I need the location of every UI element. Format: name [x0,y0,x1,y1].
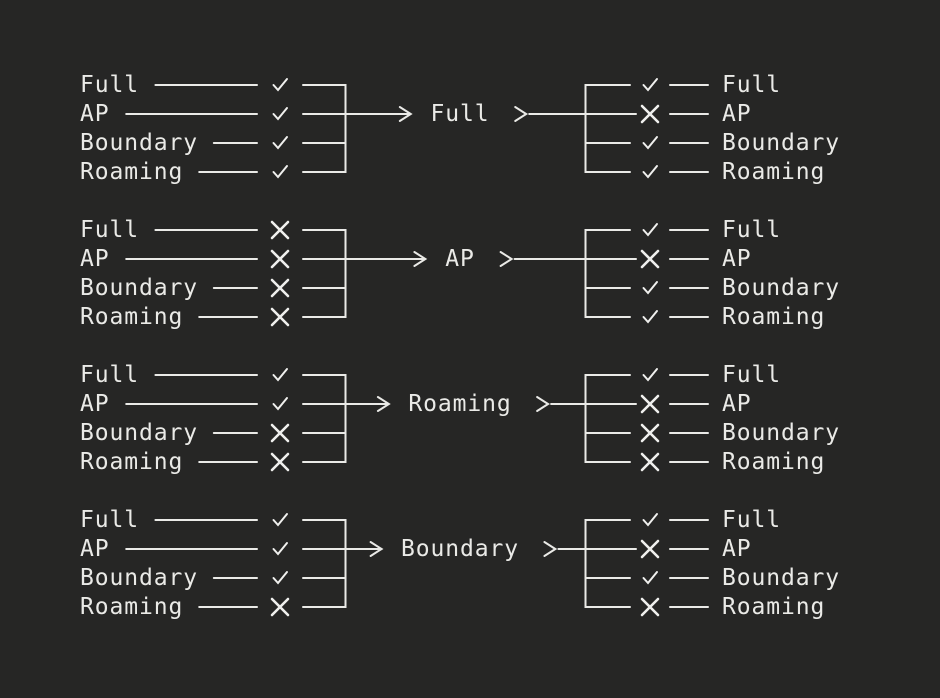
check-icon [272,165,288,179]
cross-icon [640,597,660,617]
cross-icon [270,278,290,298]
split-bracket [584,519,631,608]
arrow-chevron-icon [499,251,514,267]
merge-bracket [302,229,347,318]
result-mode-label: Boundary [722,130,840,156]
target-mode-label: Full [431,101,490,127]
check-icon [642,310,658,324]
cross-icon [640,249,660,269]
source-mode-label: Full [80,72,139,98]
check-icon [272,513,288,527]
result-mode-label: Boundary [722,420,840,446]
check-icon [272,107,288,121]
source-mode-label: AP [80,246,110,272]
arrow-chevron-icon [369,541,384,557]
source-mode-label: Roaming [80,159,183,185]
source-mode-label: Boundary [80,420,198,446]
check-icon [642,78,658,92]
result-mode-label: Full [722,507,781,533]
check-icon [272,397,288,411]
source-mode-label: Full [80,507,139,533]
arrow-chevron-icon [536,396,550,412]
source-mode-label: AP [80,391,110,417]
check-icon [272,368,288,382]
cross-icon [640,452,660,472]
source-mode-label: Full [80,362,139,388]
check-icon [642,513,658,527]
source-mode-label: Boundary [80,275,198,301]
check-icon [642,223,658,237]
result-mode-label: Roaming [722,594,825,620]
check-icon [272,78,288,92]
result-mode-label: Full [722,72,781,98]
check-icon [272,542,288,556]
result-mode-label: AP [722,391,752,417]
target-mode-label: Boundary [401,536,519,562]
split-bracket [584,229,631,318]
result-mode-label: Full [722,362,781,388]
result-mode-label: AP [722,246,752,272]
cross-icon [270,220,290,240]
arrow-chevron-icon [543,541,558,557]
merge-bracket [302,374,347,463]
source-mode-label: Roaming [80,594,183,620]
split-bracket [584,84,631,173]
target-mode-label: AP [445,246,475,272]
cross-icon [270,597,290,617]
source-mode-label: Roaming [80,449,183,475]
arrow-chevron-icon [398,106,413,122]
cross-icon [640,539,660,559]
check-icon [642,165,658,179]
cross-icon [640,104,660,124]
cross-icon [270,307,290,327]
result-mode-label: Roaming [722,304,825,330]
merge-bracket [302,84,347,173]
source-mode-label: Roaming [80,304,183,330]
cross-icon [270,249,290,269]
check-icon [642,368,658,382]
source-mode-label: Boundary [80,130,198,156]
check-icon [642,281,658,295]
check-icon [272,136,288,150]
check-icon [272,571,288,585]
source-mode-label: AP [80,101,110,127]
cross-icon [270,423,290,443]
result-mode-label: Boundary [722,275,840,301]
target-mode-label: Roaming [408,391,511,417]
result-mode-label: AP [722,101,752,127]
result-mode-label: AP [722,536,752,562]
result-mode-label: Boundary [722,565,840,591]
check-icon [642,571,658,585]
merge-bracket [302,519,347,608]
arrow-chevron-icon [413,251,428,267]
cross-icon [640,394,660,414]
arrow-chevron-icon [514,106,529,122]
result-mode-label: Roaming [722,159,825,185]
check-icon [642,136,658,150]
source-mode-label: AP [80,536,110,562]
cross-icon [640,423,660,443]
source-mode-label: Boundary [80,565,198,591]
split-bracket [584,374,631,463]
arrow-chevron-icon [376,396,391,412]
result-mode-label: Full [722,217,781,243]
source-mode-label: Full [80,217,139,243]
cross-icon [270,452,290,472]
result-mode-label: Roaming [722,449,825,475]
